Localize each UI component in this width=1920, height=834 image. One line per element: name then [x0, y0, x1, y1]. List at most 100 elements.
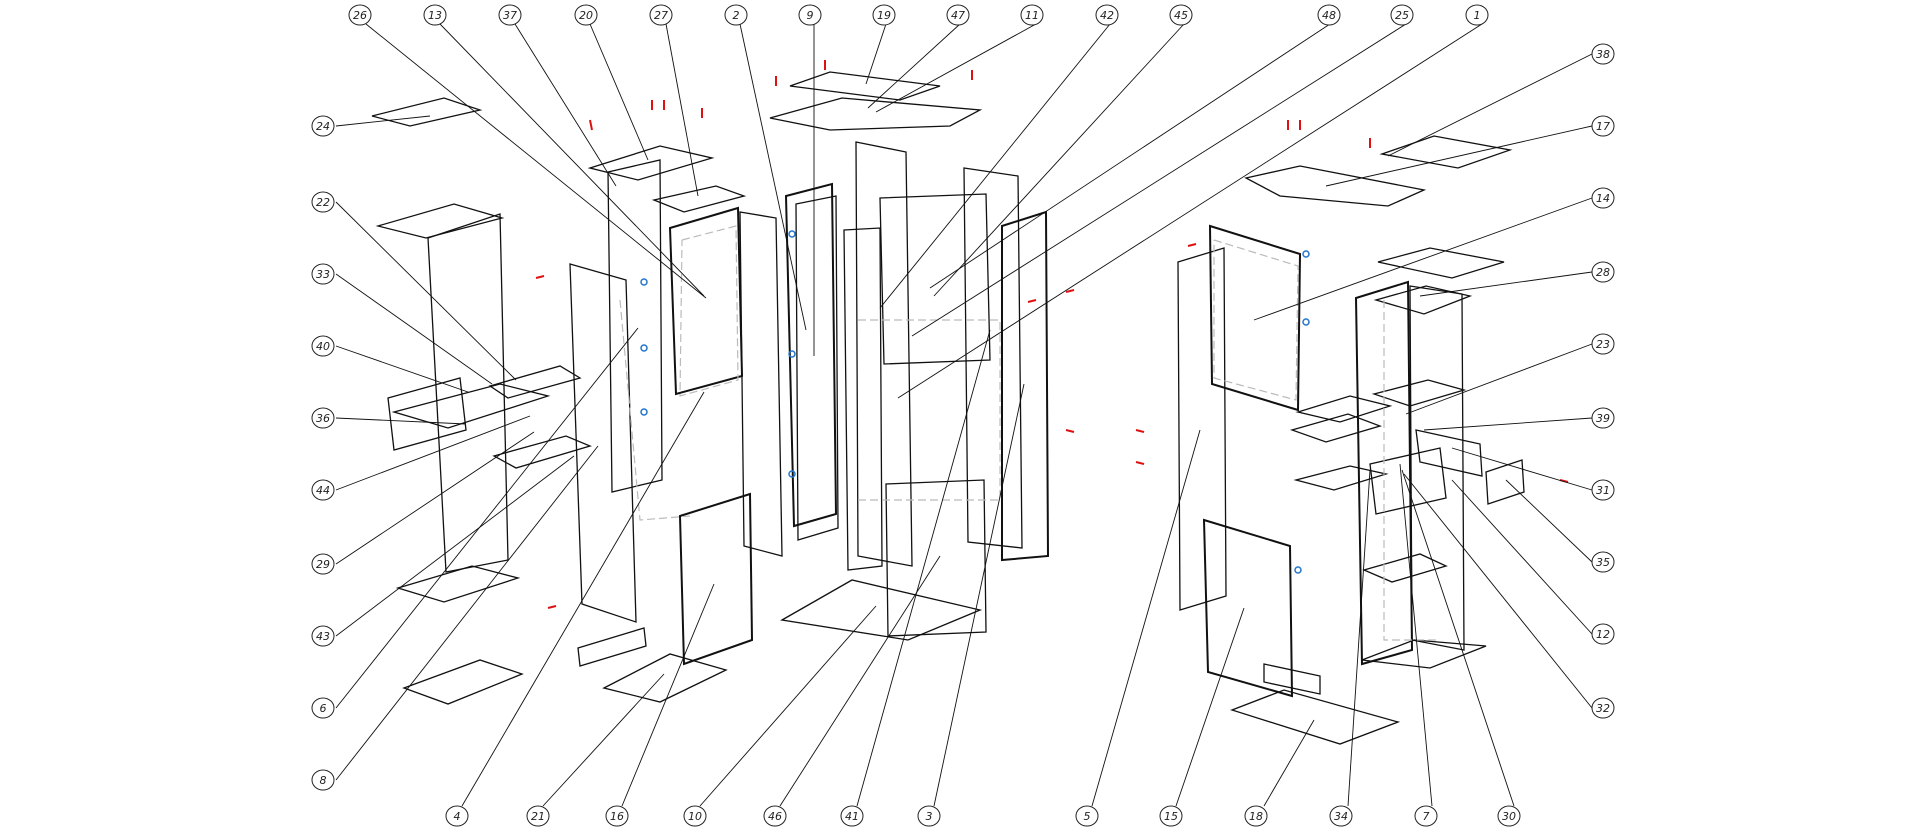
part-door-15 — [1202, 518, 1294, 698]
part-shelf-left — [1293, 465, 1389, 491]
callout-circle — [605, 805, 629, 827]
fitting-cam — [788, 470, 796, 478]
callout-3: 3 — [917, 805, 941, 827]
callout-31: 31 — [1591, 479, 1615, 501]
fitting-cam — [1294, 566, 1302, 574]
leader-22 — [335, 201, 517, 381]
callout-label: 21 — [531, 810, 545, 823]
part-side-panel-left — [427, 213, 509, 573]
right-cabinet — [1177, 135, 1525, 745]
callout-label: 47 — [951, 9, 965, 22]
callout-circle — [423, 4, 447, 26]
callout-32: 32 — [1591, 697, 1615, 719]
fitting-cam — [1302, 318, 1310, 326]
callout-circle — [1591, 551, 1615, 573]
callout-label: 14 — [1596, 192, 1610, 205]
leader-3 — [933, 383, 1025, 807]
fitting-cam — [788, 350, 796, 358]
hidden-lines-left-2 — [619, 299, 691, 521]
callout-45: 45 — [1169, 4, 1193, 26]
leader-39 — [1423, 417, 1593, 431]
fitting-screw — [1065, 289, 1075, 293]
callout-label: 5 — [1084, 810, 1091, 823]
leader-42 — [879, 23, 1111, 309]
callout-label: 2 — [733, 9, 740, 22]
callout-36: 36 — [311, 407, 335, 429]
fitting-screw — [589, 119, 593, 131]
part-shelf-30 — [1362, 553, 1448, 583]
callout-circle — [1591, 407, 1615, 429]
callout-circle — [311, 697, 335, 719]
callout-label: 29 — [316, 558, 330, 571]
callout-circle — [946, 4, 970, 26]
leader-43 — [335, 455, 575, 637]
part-top-19 — [789, 71, 941, 101]
leader-38 — [1387, 53, 1593, 157]
callout-34: 34 — [1329, 805, 1353, 827]
callout-circle — [348, 4, 372, 26]
callout-circle — [311, 407, 335, 429]
leader-45 — [933, 23, 1185, 297]
callout-label: 37 — [503, 9, 517, 22]
callout-circle — [1591, 623, 1615, 645]
callout-circle — [1591, 115, 1615, 137]
callout-label: 23 — [1596, 338, 1610, 351]
callout-2: 2 — [724, 4, 748, 26]
part-drawer-32 — [1415, 429, 1483, 477]
leader-7 — [1399, 463, 1433, 807]
fitting-cam — [1302, 250, 1310, 258]
callout-label: 17 — [1596, 120, 1610, 133]
callout-circle — [311, 191, 335, 213]
callout-circle — [311, 553, 335, 575]
callout-label: 20 — [579, 9, 593, 22]
callout-14: 14 — [1591, 187, 1615, 209]
callout-label: 18 — [1249, 810, 1263, 823]
part-top-corner-17 — [1244, 165, 1427, 207]
callout-circle — [311, 263, 335, 285]
callout-circle — [1317, 4, 1341, 26]
leader-23 — [1405, 343, 1593, 415]
leader-11 — [875, 23, 1037, 113]
callout-label: 27 — [654, 9, 668, 22]
part-drawer-box-12 — [1369, 447, 1447, 515]
callout-21: 21 — [526, 805, 550, 827]
callout-17: 17 — [1591, 115, 1615, 137]
callout-47: 47 — [946, 4, 970, 26]
leader-30 — [1401, 469, 1515, 807]
callout-40: 40 — [311, 335, 335, 357]
leader-32 — [1403, 473, 1593, 709]
leader-lines — [335, 23, 1593, 807]
callout-11: 11 — [1020, 4, 1044, 26]
part-shelf-28 — [1377, 247, 1505, 279]
part-plinth — [1263, 663, 1321, 695]
part-shelf-mid — [1289, 413, 1383, 443]
part-bottom-panel-43 — [395, 565, 521, 603]
leader-20 — [589, 23, 649, 161]
callout-5: 5 — [1075, 805, 1099, 827]
callout-label: 7 — [1423, 810, 1430, 823]
part-door-16 — [678, 492, 754, 666]
callout-label: 13 — [428, 9, 442, 22]
part-side-panel-3 — [1001, 210, 1050, 562]
callout-circle — [311, 479, 335, 501]
part-shelf-31 — [1295, 395, 1393, 423]
callout-label: 41 — [845, 810, 859, 823]
callout-circle — [1591, 697, 1615, 719]
callout-18: 18 — [1244, 805, 1268, 827]
callout-label: 31 — [1596, 484, 1610, 497]
callout-label: 19 — [877, 9, 891, 22]
callout-28: 28 — [1591, 261, 1615, 283]
hidden-lines-right — [1213, 239, 1299, 401]
callout-22: 22 — [311, 191, 335, 213]
callout-46: 46 — [763, 805, 787, 827]
center-cabinet — [769, 71, 1050, 641]
leader-34 — [1347, 469, 1371, 807]
part-top-corner-11 — [769, 97, 983, 131]
fitting-screw — [1187, 243, 1197, 247]
hidden-lines-left — [679, 225, 739, 397]
callout-1: 1 — [1465, 4, 1489, 26]
part-shelf-29 — [492, 435, 592, 469]
leader-40 — [335, 345, 469, 393]
leader-17 — [1325, 125, 1593, 187]
